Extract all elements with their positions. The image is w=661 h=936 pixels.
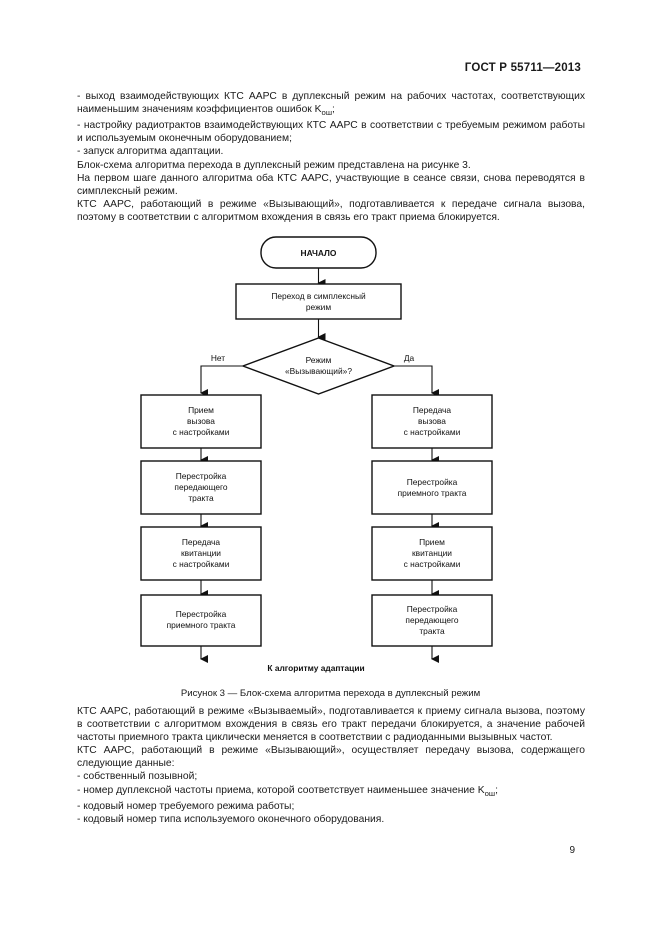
box-line: квитанции: [181, 548, 221, 558]
figure-caption: Рисунок 3 — Блок-схема алгоритма переход…: [180, 688, 481, 699]
document-header: ГОСТ Р 55711—2013: [464, 62, 581, 74]
box-line: передающего: [174, 482, 227, 492]
box-line: вызова: [187, 416, 215, 426]
paragraph: - настройку радиотрактов взаимодействующ…: [77, 120, 585, 145]
box-line: с настройками: [404, 427, 461, 437]
box-line: вызова: [418, 416, 446, 426]
decision-line: Режим: [306, 355, 332, 365]
paragraph: - выход взаимодействующих КТС ААРС в дуп…: [77, 91, 585, 118]
paragraph: Блок-схема алгоритма перехода в дуплексн…: [77, 159, 471, 171]
process-box: [371, 394, 493, 449]
box-line: квитанции: [412, 548, 452, 558]
end-label: К алгоритму адаптации: [267, 663, 364, 673]
process-box: [140, 526, 262, 581]
no-label: Нет: [211, 353, 225, 363]
coefficient-subscript: ош: [484, 788, 496, 798]
box-line: тракта: [419, 626, 445, 636]
box-line: Передача: [182, 537, 221, 547]
paragraph: КТС ААРС, работающий в режиме «Вызываемы…: [77, 706, 585, 744]
box-line: Перестройка: [176, 609, 227, 619]
process-box: [371, 460, 493, 515]
paragraph: - запуск алгоритма адаптации.: [77, 146, 224, 158]
process-box: [140, 460, 262, 515]
bottom-text-block: КТС ААРС, работающий в режиме «Вызываемы…: [77, 705, 585, 826]
box-line: передающего: [405, 615, 458, 625]
box-line: с настройками: [404, 559, 461, 569]
paragraph: - номер дуплексной частоты приема, котор…: [77, 784, 499, 798]
box-line: режим: [306, 302, 332, 312]
paragraph: КТС ААРС, работающий в режиме «Вызывающи…: [77, 198, 585, 223]
paragraph: - кодовый номер типа используемого оконе…: [77, 813, 385, 825]
paragraph: - собственный позывной;: [77, 771, 198, 783]
decision-line: «Вызывающий»?: [285, 366, 352, 376]
box-line: Прием: [419, 537, 445, 547]
box-line: с настройками: [173, 559, 230, 569]
box-line: тракта: [188, 493, 214, 503]
box-line: Переход в симплексный: [271, 291, 366, 301]
edge-yes: [394, 365, 439, 397]
process-box: [371, 526, 493, 581]
flowchart: НАЧАЛО Переход в симплексный режим Режим…: [140, 236, 493, 673]
box-line: приемного тракта: [398, 488, 467, 498]
coefficient-subscript: ош: [321, 108, 333, 118]
paragraph: На первом шаге данного алгоритма оба КТС…: [77, 172, 585, 197]
top-text-block: - выход взаимодействующих КТС ААРС в дуп…: [77, 90, 585, 224]
box-line: Перестройка: [176, 471, 227, 481]
box-line: Передача: [413, 405, 452, 415]
decision-diamond: [240, 337, 397, 395]
paragraph: - кодовый номер требуемого режима работы…: [77, 800, 295, 812]
paragraph: КТС ААРС, работающий в режиме «Вызывающи…: [77, 745, 585, 770]
box-line: Перестройка: [407, 477, 458, 487]
box-line: с настройками: [173, 427, 230, 437]
start-label: НАЧАЛО: [301, 248, 337, 258]
edge-no: [200, 365, 243, 397]
yes-label: Да: [404, 353, 415, 363]
page-number: 9: [569, 845, 575, 856]
process-box: [371, 594, 493, 647]
box-line: приемного тракта: [167, 620, 236, 630]
box-line: Перестройка: [407, 604, 458, 614]
box-line: Прием: [188, 405, 214, 415]
